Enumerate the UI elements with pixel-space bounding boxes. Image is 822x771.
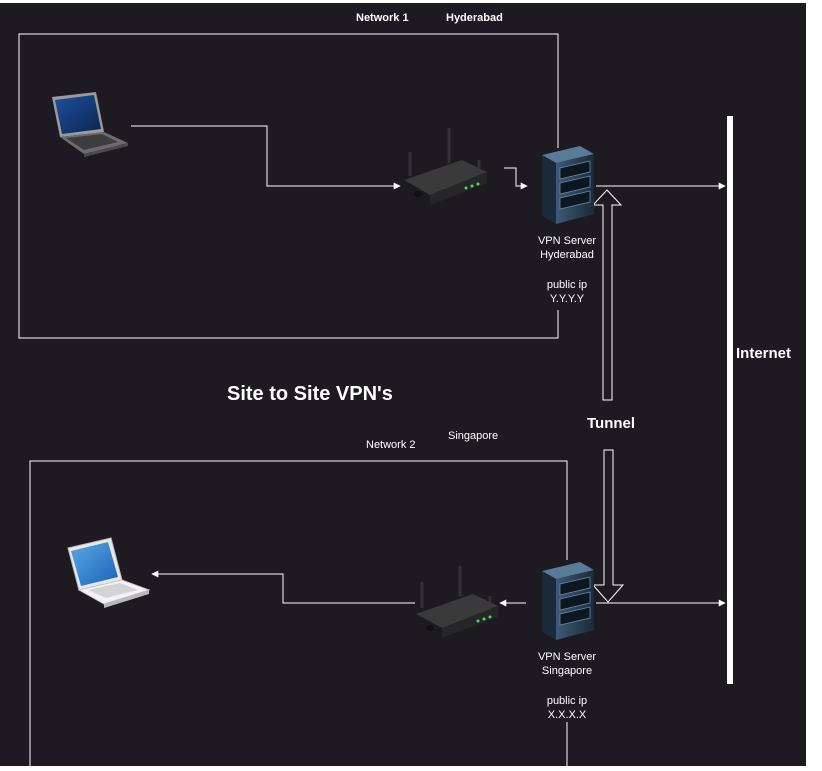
server-icon — [542, 146, 594, 224]
internet-backbone — [727, 116, 733, 684]
server1-ip-value: Y.Y.Y.Y — [549, 293, 585, 305]
tunnel-label: Tunnel — [587, 415, 636, 432]
router2-to-laptop2-connector — [151, 570, 415, 604]
diagram-title: Site to Site VPN's — [227, 383, 393, 405]
server2-label-line2: Singapore — [541, 665, 593, 677]
server2-label-line1: VPN Server — [537, 651, 597, 663]
network1-name-label: Network 1 — [356, 12, 409, 24]
server1-ip-label: public ip — [546, 279, 588, 291]
router-icon — [404, 128, 487, 205]
tunnel-arrow-up — [591, 189, 623, 401]
diagram-background — [0, 3, 806, 766]
server2-ip-value: X.X.X.X — [547, 709, 587, 721]
server1-label-line2: Hyderabad — [540, 249, 594, 261]
router-icon — [416, 566, 498, 638]
tunnel-arrow-down — [591, 449, 625, 603]
laptop-icon — [52, 92, 128, 157]
server1-label-line1: VPN Server — [537, 235, 597, 247]
network1-city-label: Hyderabad — [446, 12, 503, 24]
network2-boundary — [29, 460, 568, 766]
network1-boundary — [18, 33, 559, 339]
laptop1-to-router1-connector — [131, 125, 401, 190]
laptop-icon — [67, 537, 151, 608]
internet-label: Internet — [736, 345, 792, 362]
network2-name-label: Network 2 — [366, 439, 416, 451]
server2-ip-label: public ip — [546, 695, 588, 707]
router1-to-server1-connector — [504, 167, 528, 190]
network2-city-label: Singapore — [448, 430, 499, 442]
server-icon — [542, 562, 594, 640]
